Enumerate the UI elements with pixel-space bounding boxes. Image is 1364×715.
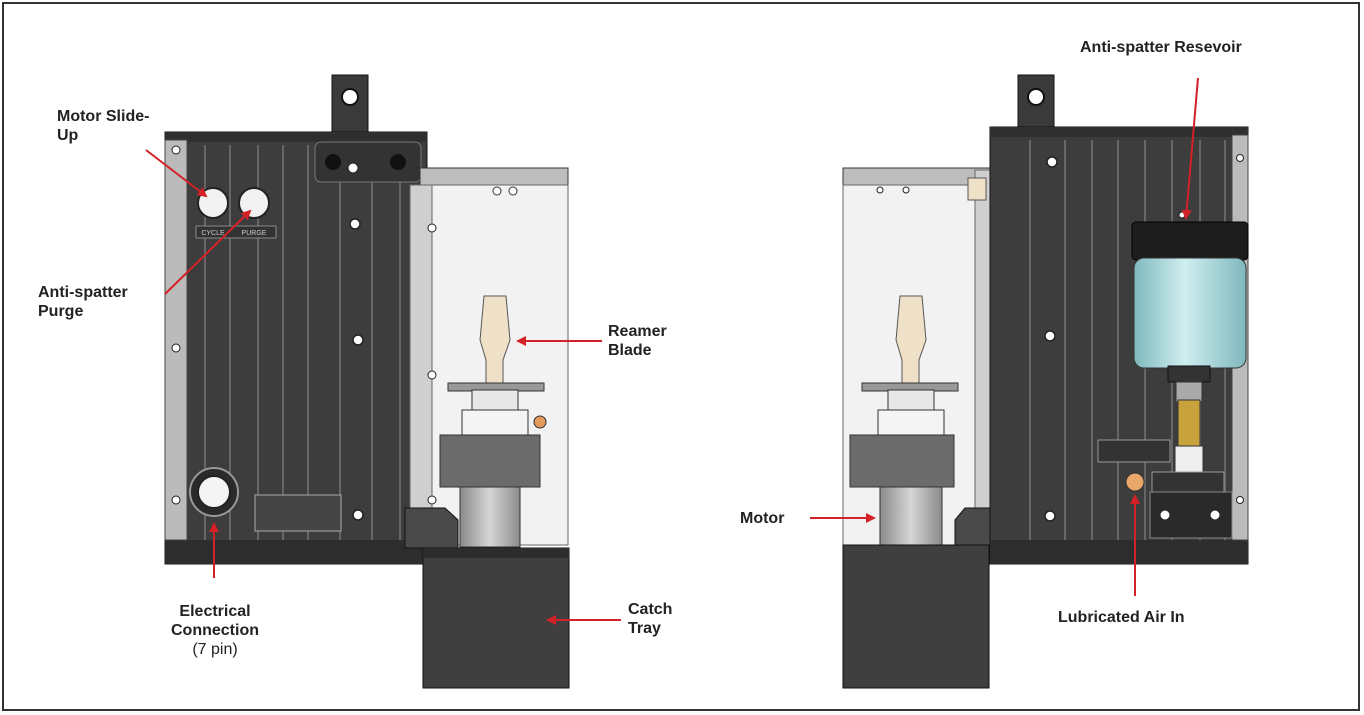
- name-plate: [254, 494, 342, 532]
- electrical-connection-text: Electrical Connection: [171, 603, 259, 639]
- arrow-anti-spatter-purge: [164, 209, 252, 295]
- anti-spatter-purge-button: [238, 187, 270, 219]
- arrow-motor-slide-up: [145, 149, 208, 198]
- right-unit: [842, 74, 1249, 689]
- motor: [879, 486, 943, 548]
- label-motor-slide-up: Motor Slide-Up: [57, 108, 150, 144]
- lubricated-air-fitting: [1125, 472, 1145, 492]
- label-electrical-connection: Electrical Connection (7 pin): [160, 602, 270, 659]
- label-anti-spatter-purge: Anti-spatter Purge: [38, 284, 128, 320]
- label-reamer-blade: Reamer Blade: [608, 323, 667, 359]
- left-unit: CYCLE PURGE: [164, 74, 570, 689]
- electrical-connection-note: (7 pin): [192, 641, 238, 658]
- button-right-caption: PURGE: [242, 230, 267, 237]
- callout-arrows: [145, 77, 1199, 625]
- label-anti-spatter-reservoir: Anti-spatter Resevoir: [1080, 39, 1242, 56]
- right-catch-tray: [842, 544, 990, 689]
- label-lubricated-air-in: Lubricated Air In: [1058, 609, 1185, 626]
- arrow-anti-spatter-reservoir: [1181, 77, 1199, 220]
- label-motor: Motor: [740, 510, 785, 527]
- label-catch-tray: Catch Tray: [628, 601, 673, 637]
- button-left-caption: CYCLE: [201, 230, 225, 237]
- catch-tray: [422, 547, 570, 689]
- anti-spatter-reservoir: [1131, 221, 1249, 261]
